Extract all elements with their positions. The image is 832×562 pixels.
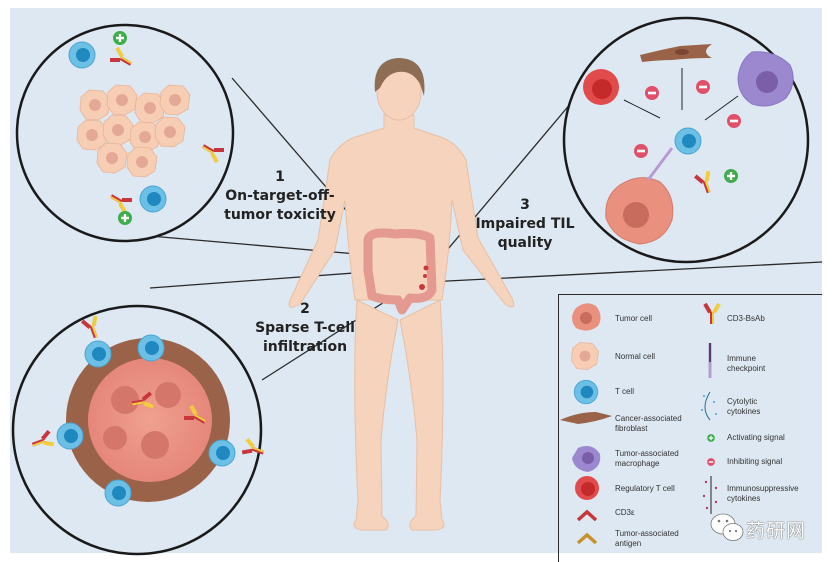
legend-item-normal-cell: Normal cell: [615, 352, 655, 362]
legend: [558, 294, 822, 562]
legend-label: Immunosuppressive: [727, 484, 799, 493]
legend-item-regulatory-t-cell: Regulatory T cell: [615, 484, 675, 494]
legend-item-cd3e: CD3ε: [615, 508, 635, 518]
legend-label: cytokines: [727, 494, 761, 503]
callout-3: 3 Impaired TIL quality: [470, 196, 580, 253]
tumor-spot: [423, 274, 427, 278]
zoom-circle-1: [15, 23, 235, 243]
zoom-circle-3: [562, 16, 810, 264]
cd3e-icon: [576, 509, 598, 522]
legend-label: T cell: [615, 387, 634, 396]
t-cell: [208, 439, 236, 467]
callout-3-label-line2: quality: [497, 235, 553, 251]
legend-item-inhibiting-signal: Inhibiting signal: [727, 457, 782, 467]
zoom-circle-2: [11, 304, 267, 556]
cytolytic-cytokines-icon: [701, 391, 717, 421]
t-cell: [56, 422, 84, 450]
activating-signal: [113, 31, 127, 45]
legend-label: CD3-BsAb: [727, 314, 765, 323]
inhibiting-signal: [634, 144, 648, 158]
legend-label: Cytolytic: [727, 397, 758, 406]
legend-label: Inhibiting signal: [727, 457, 783, 466]
immunosuppressive-cytokines-icon: [702, 476, 718, 514]
watermark: 药研网: [708, 510, 818, 546]
watermark-text: 药研网: [746, 520, 807, 542]
immune-checkpoint: [646, 147, 674, 181]
connector-2b: [261, 291, 401, 381]
legend-label: Tumor cell: [615, 314, 653, 323]
legend-icons: [560, 302, 721, 545]
callout-1-number: 1: [275, 169, 285, 185]
activating-signal: [724, 169, 738, 183]
callout-3-label-line1: Impaired TIL: [475, 216, 575, 232]
legend-item-t-cell: T cell: [615, 387, 634, 397]
tumor-spot: [423, 265, 429, 271]
t-cell: [137, 334, 165, 362]
colon: [363, 228, 437, 315]
legend-label: Tumor-associated: [615, 529, 679, 538]
callout-2-label-line1: Sparse T-cell: [255, 320, 355, 336]
inhibiting-signal: [696, 80, 710, 94]
callout-1-label-line2: tumor toxicity: [224, 207, 336, 223]
legend-label: Immune: [727, 354, 756, 363]
connector-3a: [431, 89, 583, 269]
callout-1-label-line1: On-target-off-: [225, 188, 335, 204]
legend-label: Activating signal: [727, 433, 785, 442]
activating-signal: [118, 211, 132, 225]
legend-label: antigen: [615, 539, 642, 548]
tumor-spot: [419, 284, 425, 290]
t-cell: [674, 127, 702, 155]
t-cell: [104, 479, 132, 507]
fibroblast-icon: [560, 412, 612, 424]
connector-lines: [149, 77, 823, 381]
legend-label: cytokines: [727, 407, 761, 416]
legend-label: Normal cell: [615, 352, 656, 361]
legend-label: Regulatory T cell: [615, 484, 675, 493]
inhibiting-signal: [645, 86, 659, 100]
legend-item-tumor-cell: Tumor cell: [615, 314, 652, 324]
tumor-antigen-icon: [576, 532, 598, 545]
callout-2-label-line2: infiltration: [262, 339, 348, 355]
legend-label: Cancer-associated: [615, 414, 682, 423]
callout-1: 1 On-target-off- tumor toxicity: [220, 168, 340, 225]
legend-label: macrophage: [615, 459, 660, 468]
callout-3-number: 3: [520, 197, 530, 213]
t-cell: [139, 185, 167, 213]
legend-item-cd3-bsab: CD3-BsAb: [727, 314, 765, 324]
inhibiting-signal: [727, 114, 741, 128]
legend-label: Tumor-associated: [615, 449, 679, 458]
legend-label: checkpoint: [727, 364, 766, 373]
human-body: [288, 58, 515, 531]
legend-label: CD3ε: [615, 508, 635, 517]
legend-label: fibroblast: [615, 424, 648, 433]
t-cell: [68, 41, 96, 69]
t-cell: [84, 340, 112, 368]
legend-item-activating-signal: Activating signal: [727, 433, 785, 443]
callout-2-number: 2: [300, 301, 310, 317]
wechat-icon: [710, 513, 744, 541]
callout-2: 2 Sparse T-cell infiltration: [245, 300, 365, 357]
